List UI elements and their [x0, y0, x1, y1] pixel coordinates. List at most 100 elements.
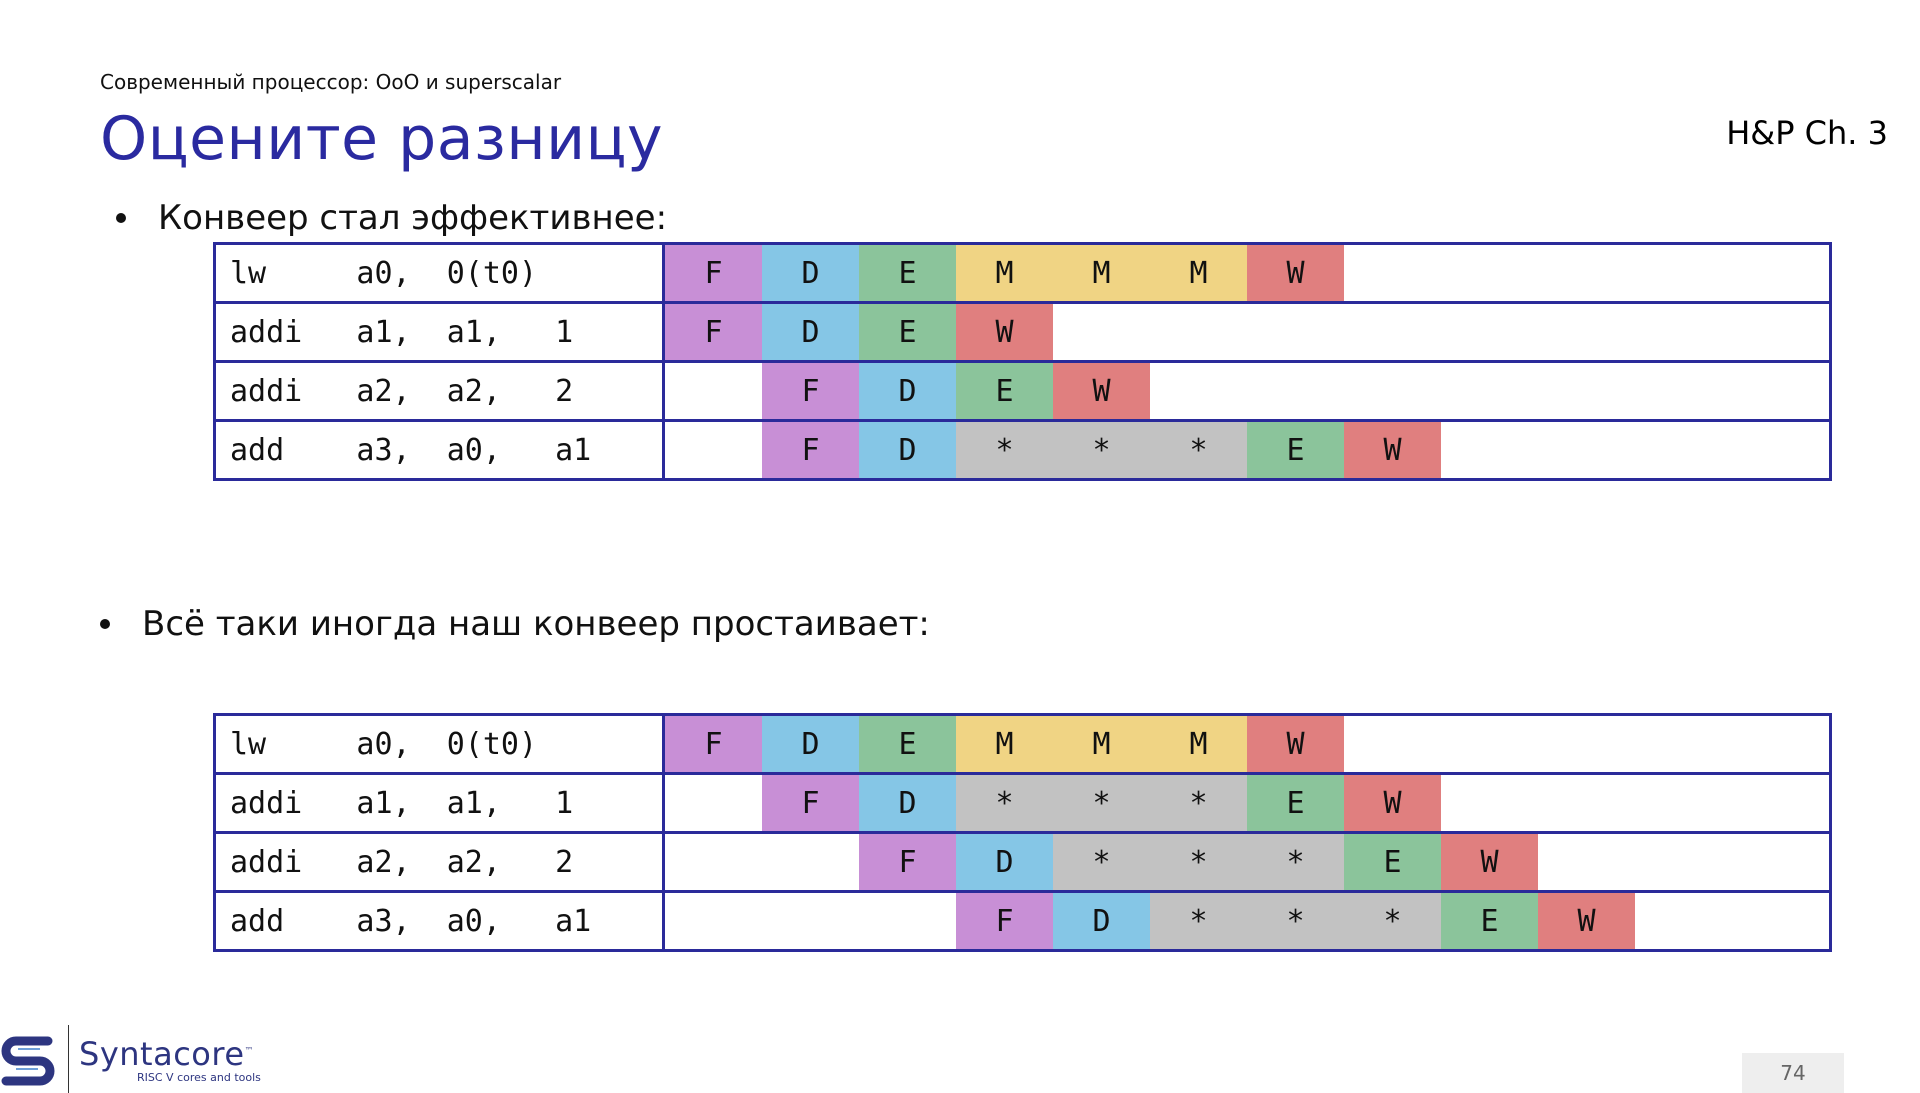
empty-cell [1732, 242, 1832, 304]
stage-cell: E [859, 713, 956, 775]
stage-cell: W [1538, 890, 1635, 952]
stage-cell: M [1150, 713, 1247, 775]
logo-tm: ™ [244, 1045, 254, 1056]
bullet-dot [116, 213, 126, 223]
stage-cell: F [663, 242, 762, 304]
bullet-2-text: Всё таки иногда наш конвеер простаивает: [142, 604, 930, 644]
empty-cell [1538, 419, 1635, 481]
stage-cell: E [1247, 419, 1344, 481]
stage-cell: * [1053, 831, 1150, 893]
bullet-1: Конвеер стал эффективнее: [116, 198, 667, 238]
empty-cell [1150, 301, 1247, 363]
stage-cell: * [1247, 831, 1344, 893]
stage-cell: D [762, 242, 859, 304]
empty-cell [1538, 301, 1635, 363]
stage-cell: E [1247, 772, 1344, 834]
stage-cell: E [956, 360, 1053, 422]
bullet-1-text: Конвеер стал эффективнее: [158, 198, 668, 238]
empty-cell [1441, 713, 1538, 775]
stage-cell: M [956, 242, 1053, 304]
page-number: 74 [1742, 1053, 1844, 1093]
stage-cell: W [1344, 419, 1441, 481]
instruction-cell: addi a2, a2, 2 [213, 831, 665, 893]
instruction-cell: add a3, a0, a1 [213, 890, 665, 952]
stage-cell: M [956, 713, 1053, 775]
empty-cell [1538, 242, 1635, 304]
empty-cell [1344, 713, 1441, 775]
breadcrumb: Современный процессор: OoO и superscalar [100, 70, 562, 94]
logo-name: Syntacore™ [79, 1035, 261, 1073]
stage-cell: E [859, 242, 956, 304]
stage-cell: F [663, 301, 762, 363]
empty-cell [1635, 890, 1732, 952]
stage-cell: D [859, 419, 956, 481]
instruction-cell: lw a0, 0(t0) [213, 713, 665, 775]
empty-cell [1344, 360, 1441, 422]
instruction-cell: addi a1, a1, 1 [213, 301, 665, 363]
stage-cell: E [859, 301, 956, 363]
stage-cell: W [1247, 242, 1344, 304]
empty-cell [663, 360, 762, 422]
stage-cell: W [1441, 831, 1538, 893]
logo-tagline: RISC V cores and tools [137, 1070, 261, 1084]
empty-cell [1635, 419, 1732, 481]
instruction-cell: addi a2, a2, 2 [213, 360, 665, 422]
logo-divider [68, 1025, 69, 1093]
stage-cell: E [1441, 890, 1538, 952]
stage-cell: F [762, 419, 859, 481]
stage-cell: * [1053, 772, 1150, 834]
stage-cell: D [1053, 890, 1150, 952]
empty-cell [1053, 301, 1150, 363]
stage-cell: * [1150, 831, 1247, 893]
empty-cell [1538, 713, 1635, 775]
stage-cell: M [1053, 713, 1150, 775]
empty-cell [1538, 772, 1635, 834]
stage-cell: W [1247, 713, 1344, 775]
syntacore-logo: Syntacore™ RISC V cores and tools [0, 1025, 261, 1093]
instruction-cell: addi a1, a1, 1 [213, 772, 665, 834]
empty-cell [1247, 301, 1344, 363]
slide-title: Оцените разницу [100, 104, 663, 174]
stage-cell: * [956, 772, 1053, 834]
empty-cell [1732, 301, 1832, 363]
empty-cell [1732, 713, 1832, 775]
bullet-dot [100, 619, 110, 629]
stage-cell: * [1053, 419, 1150, 481]
stage-cell: F [956, 890, 1053, 952]
empty-cell [1732, 360, 1832, 422]
stage-cell: * [1150, 890, 1247, 952]
stage-cell: M [1150, 242, 1247, 304]
empty-cell [663, 831, 762, 893]
empty-cell [1635, 242, 1732, 304]
empty-cell [1247, 360, 1344, 422]
stage-cell: E [1344, 831, 1441, 893]
stage-cell: * [1344, 890, 1441, 952]
stage-cell: F [762, 772, 859, 834]
empty-cell [1635, 360, 1732, 422]
stage-cell: W [956, 301, 1053, 363]
empty-cell [1150, 360, 1247, 422]
empty-cell [1344, 301, 1441, 363]
stage-cell: W [1053, 360, 1150, 422]
syntacore-s-icon [1, 1036, 55, 1086]
empty-cell [663, 890, 762, 952]
empty-cell [1538, 831, 1635, 893]
empty-cell [663, 772, 762, 834]
instruction-cell: add a3, a0, a1 [213, 419, 665, 481]
logo-text: Syntacore™ RISC V cores and tools [79, 1035, 261, 1084]
logo-name-text: Syntacore [79, 1034, 245, 1073]
empty-cell [1441, 301, 1538, 363]
empty-cell [1732, 419, 1832, 481]
stage-cell: F [663, 713, 762, 775]
stage-cell: * [1150, 419, 1247, 481]
empty-cell [1635, 772, 1732, 834]
